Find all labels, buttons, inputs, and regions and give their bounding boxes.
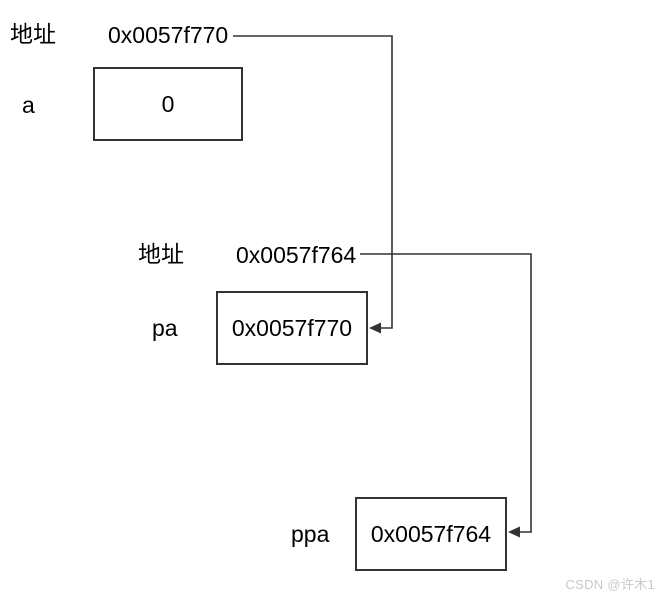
value-box-ppa-value: 0x0057f764 <box>370 520 492 547</box>
address-label-a: 地址 <box>10 21 56 47</box>
var-label-pa: pa <box>152 315 178 341</box>
value-box-pa-value: 0x0057f770 <box>231 314 353 341</box>
address-value-pa: 0x0057f764 <box>236 242 357 268</box>
var-label-ppa: ppa <box>291 521 330 547</box>
value-box-pa: 0x0057f770 <box>216 291 368 365</box>
address-label-pa: 地址 <box>138 241 184 267</box>
arrowhead-into-ppa-box <box>508 526 520 538</box>
arrowhead-into-pa-box <box>369 322 381 334</box>
arrow-line-address-pa-to-ppa-box <box>360 253 532 533</box>
arrow-line-address-a-to-pa-box <box>233 35 393 329</box>
csdn-watermark: CSDN @许木1 <box>565 577 655 592</box>
value-box-a: 0 <box>93 67 243 141</box>
value-box-a-value: 0 <box>161 90 175 117</box>
var-label-a: a <box>22 92 35 118</box>
value-box-ppa: 0x0057f764 <box>355 497 507 571</box>
address-value-a: 0x0057f770 <box>108 22 229 48</box>
